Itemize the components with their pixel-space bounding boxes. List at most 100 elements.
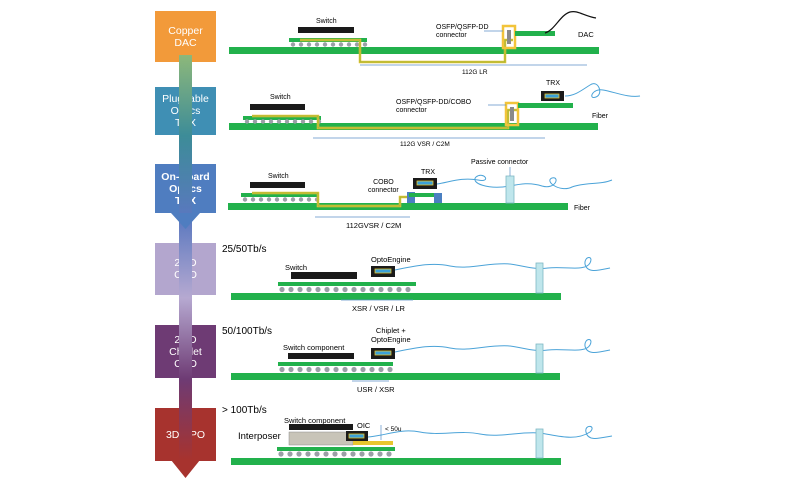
passive-connector <box>535 343 544 374</box>
row-pluggable-optics <box>229 83 641 139</box>
solder-ball <box>354 42 360 47</box>
solder-ball <box>306 366 312 373</box>
passive-connector-label: Passive connector <box>471 159 529 166</box>
bandwidth-note: > 100Tb/s <box>222 405 267 416</box>
stage-arrow-head <box>171 213 200 229</box>
interposer <box>288 431 354 446</box>
solder-ball <box>290 197 296 202</box>
solder-ball <box>378 286 384 293</box>
solder-ball <box>279 286 285 293</box>
solder-ball <box>298 197 304 202</box>
solder-ball <box>315 366 321 373</box>
electrical-trace-inner <box>252 192 412 207</box>
passive-connector <box>505 175 515 204</box>
package-substrate <box>277 447 395 451</box>
optoengine-label: OptoEngine <box>371 255 411 264</box>
solder-ball <box>368 451 374 457</box>
pcb-board <box>231 293 561 300</box>
connector-label: OSFP/QSFP-DD connector <box>436 24 489 39</box>
solder-ball <box>288 286 294 293</box>
solder-ball <box>323 451 329 457</box>
switch-chip <box>289 424 353 430</box>
passive-connector <box>535 428 544 459</box>
switch-chip <box>288 353 354 359</box>
fiber-cable <box>394 257 611 271</box>
switch-chip <box>250 182 305 188</box>
progress-arrow-head <box>171 460 200 478</box>
trx-label: TRX <box>421 169 435 176</box>
dimension-label: < 50u <box>385 426 402 433</box>
solder-balls <box>290 42 368 47</box>
solder-ball <box>266 197 272 202</box>
trx-module-base <box>434 193 442 203</box>
solder-ball <box>332 451 338 457</box>
solder-ball <box>306 42 312 47</box>
cable-label: DAC <box>578 30 594 39</box>
solder-ball <box>359 451 365 457</box>
row-copper-dac <box>229 11 599 66</box>
solder-ball <box>290 42 296 47</box>
solder-ball <box>292 119 298 124</box>
connector <box>504 101 520 127</box>
dac-cable <box>544 11 597 34</box>
solder-ball <box>279 366 285 373</box>
solder-ball <box>377 451 383 457</box>
solder-ball <box>342 366 348 373</box>
solder-ball <box>338 42 344 47</box>
solder-ball <box>300 119 306 124</box>
solder-ball <box>387 366 393 373</box>
solder-ball <box>351 366 357 373</box>
solder-ball <box>306 286 312 293</box>
interposer-label: Interposer <box>238 431 281 442</box>
trx-label: TRX <box>546 80 560 87</box>
switch-label: Switch component <box>284 416 346 425</box>
connector <box>501 24 517 50</box>
solder-balls <box>279 286 411 293</box>
pcb-board <box>229 47 599 54</box>
solder-ball <box>242 197 248 202</box>
fiber-cable <box>367 425 613 439</box>
solder-ball <box>369 366 375 373</box>
trx-optics <box>416 180 434 186</box>
solder-ball <box>350 451 356 457</box>
optoengine-optics <box>374 268 392 274</box>
solder-ball <box>333 366 339 373</box>
solder-ball <box>351 286 357 293</box>
solder-ball <box>330 42 336 47</box>
solder-ball <box>360 366 366 373</box>
oic-label: OIC <box>357 421 371 430</box>
solder-ball <box>296 451 302 457</box>
solder-ball <box>322 42 328 47</box>
solder-ball <box>386 451 392 457</box>
solder-ball <box>258 197 264 202</box>
package-substrate <box>278 282 416 286</box>
row-3d-cpo <box>231 424 613 465</box>
oic-optics <box>348 433 365 439</box>
package-substrate <box>278 362 393 366</box>
stage-label: Copper DAC <box>168 24 203 49</box>
switch-label: Switch <box>316 18 337 25</box>
connector-label: COBO connector <box>368 179 399 194</box>
solder-ball <box>268 119 274 124</box>
solder-ball <box>387 286 393 293</box>
pcb-board <box>229 123 598 130</box>
package-substrate <box>241 193 319 197</box>
solder-ball <box>405 286 411 293</box>
solder-ball <box>250 197 256 202</box>
trx-optics <box>544 93 560 99</box>
electrical-trace-inner <box>300 39 513 63</box>
solder-ball <box>360 286 366 293</box>
interposer-bar <box>353 441 393 445</box>
solder-ball <box>324 286 330 293</box>
solder-ball <box>276 119 282 124</box>
package-substrate <box>243 116 321 120</box>
solder-ball <box>315 286 321 293</box>
switch-chip <box>298 27 354 33</box>
switch-chip <box>250 104 305 110</box>
optoengine-optics <box>374 350 392 356</box>
fiber-cable <box>564 83 641 98</box>
trx-module-board <box>409 193 442 197</box>
solder-ball <box>282 197 288 202</box>
